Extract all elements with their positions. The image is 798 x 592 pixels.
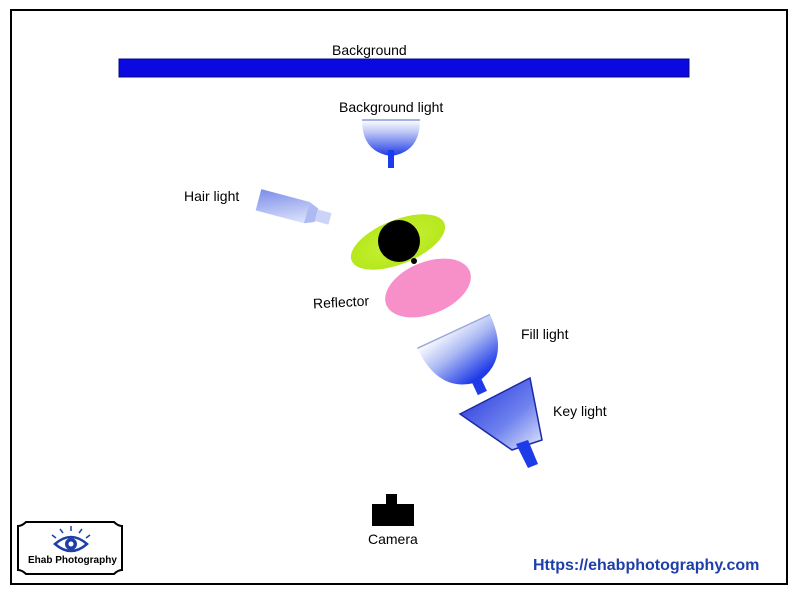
key-light [458, 376, 543, 468]
camera-icon [372, 494, 414, 526]
eye-icon [51, 526, 91, 553]
hair-light-label: Hair light [184, 188, 240, 204]
subject-nose [411, 258, 417, 264]
ehab-photography-logo [17, 521, 123, 575]
camera-label: Camera [368, 531, 418, 547]
background-label: Background [332, 42, 407, 58]
logo-name: Ehab Photography [28, 555, 117, 566]
reflector-panel [385, 258, 471, 318]
subject-head [378, 220, 420, 262]
key-light-label: Key light [553, 403, 607, 419]
hair-light [255, 189, 332, 225]
background-bar [118, 58, 690, 78]
fill-light [417, 313, 499, 396]
website-link[interactable]: Https://ehabphotography.com [533, 557, 760, 574]
fill-light-label: Fill light [521, 326, 569, 342]
reflector-label: Reflector [312, 292, 370, 312]
background-light [362, 119, 420, 168]
background-light-label: Background light [339, 99, 444, 115]
